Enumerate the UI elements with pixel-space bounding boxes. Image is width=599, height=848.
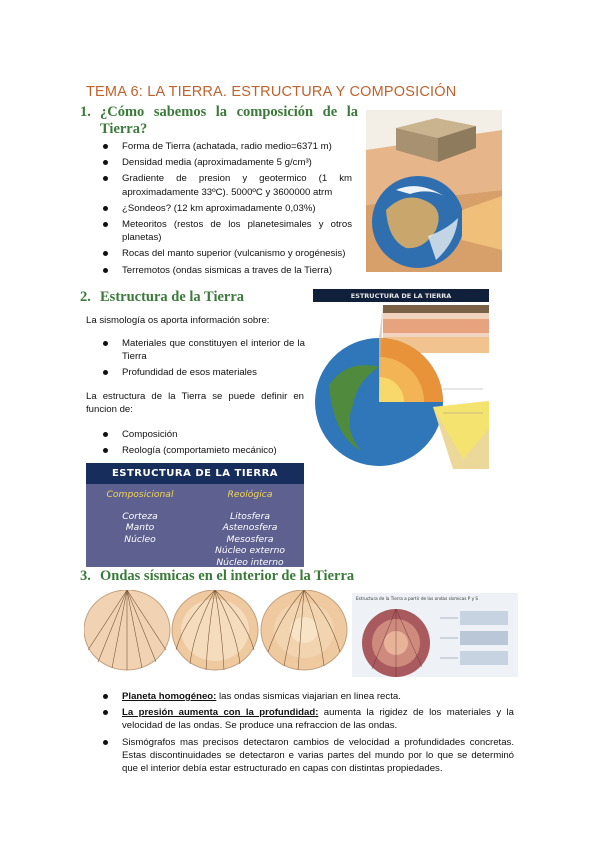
list-item: ¿Sondeos? (12 km aproximadamente 0,03%) <box>100 202 352 215</box>
structure-table-cell: Astenosfera <box>222 522 278 534</box>
section1-heading: 1. ¿Cómo sabemos la composición de la Tie… <box>80 104 360 138</box>
seismic-structure-image: Estructura de la Tierra a partir de las … <box>352 593 518 677</box>
list-item: Rocas del manto superior (vulcanismo y o… <box>100 247 352 260</box>
structure-table-col2-header: Reológica <box>227 489 273 500</box>
structure-table-cell: Núcleo <box>124 533 156 545</box>
section2-heading-text: Estructura de la Tierra <box>100 289 245 305</box>
section2-number: 2. <box>80 289 91 305</box>
list-item: Terremotos (ondas sismicas a traves de l… <box>100 264 352 277</box>
structure-table-cell: Núcleo externo <box>214 545 286 557</box>
list-item: Profundidad de esos materiales <box>100 366 305 379</box>
section3-list: Planeta homogéneo: las ondas sismicas vi… <box>100 690 514 778</box>
list-item-text: las ondas sismicas viajarian en linea re… <box>216 691 401 702</box>
earth-layers-image-title: ESTRUCTURA DE LA TIERRA <box>351 292 452 300</box>
section3-heading: 3. Ondas sísmicas en el interior de la Ti… <box>80 568 354 585</box>
seismic-structure-image-caption: Estructura de la Tierra a partir de las … <box>356 596 478 601</box>
section3-heading-text: Ondas sísmicas en el interior de la Tier… <box>100 568 355 584</box>
structure-table-cell: Litosfera <box>230 510 270 522</box>
list-item: Forma de Tierra (achatada, radio medio=6… <box>100 140 352 153</box>
page-title: TEMA 6: LA TIERRA. ESTRUCTURA Y COMPOSIC… <box>86 84 457 100</box>
list-item: Composición <box>100 428 305 441</box>
list-item-text: aumenta la rigidez de los materiales y l… <box>122 707 514 732</box>
structure-table-cell: Mesosfera <box>226 533 274 545</box>
refraction-diagram <box>171 590 259 671</box>
list-item: Materiales que constituyen el interior d… <box>100 337 305 363</box>
list-item: Gradiente de presion y geotermico (1 km … <box>100 172 352 198</box>
list-item-text: Sismógrafos mas precisos detectaron camb… <box>122 736 514 775</box>
list-item: Meteoritos (restos de los planetesimales… <box>100 218 352 244</box>
list-item-label: La presión aumenta con la profundidad: <box>122 707 319 719</box>
section1-list: Forma de Tierra (achatada, radio medio=6… <box>100 140 352 280</box>
seismic-waves-diagrams <box>84 590 348 671</box>
structure-table-cell: Corteza <box>122 510 158 522</box>
list-item-label: Planeta homogéneo: <box>122 691 217 702</box>
list-item: Densidad media (aproximadamente 5 g/cm³) <box>100 156 352 169</box>
earth-layers-image: ESTRUCTURA DE LA TIERRA <box>313 289 489 469</box>
structure-table-cell: Núcleo interno <box>216 556 284 568</box>
section2-list-1: Materiales que constituyen el interior d… <box>100 337 305 383</box>
section2-paragraph: La estructura de la Tierra se puede defi… <box>86 391 304 416</box>
list-item: Planeta homogéneo: las ondas sismicas vi… <box>100 690 514 703</box>
section2-heading: 2. Estructura de la Tierra <box>80 289 244 306</box>
section1-heading-text: ¿Cómo sabemos la composición de la Tierr… <box>100 104 358 137</box>
list-item: La presión aumenta con la profundidad: a… <box>100 706 514 732</box>
earth-cutaway-image <box>366 110 502 272</box>
section2-intro: La sismología os aporta información sobr… <box>86 315 270 326</box>
list-item: Reología (comportamieto mecánico) <box>100 444 305 457</box>
layered-planet-diagram <box>260 590 348 671</box>
section3-number: 3. <box>80 568 91 584</box>
list-item: Sismógrafos mas precisos detectaron camb… <box>100 736 514 776</box>
homogeneous-planet-diagram <box>84 590 171 671</box>
structure-table-title: ESTRUCTURA DE LA TIERRA <box>86 463 304 484</box>
section1-number: 1. <box>80 104 91 120</box>
structure-table-cell: Manto <box>125 522 155 534</box>
structure-table: ESTRUCTURA DE LA TIERRA Composicional Co… <box>86 463 304 569</box>
structure-table-col-composicional: Composicional Corteza Manto Núcleo <box>90 489 190 545</box>
structure-table-col1-header: Composicional <box>106 489 174 500</box>
structure-table-col-reologica: Reológica Litosfera Astenosfera Mesosfer… <box>200 489 300 569</box>
